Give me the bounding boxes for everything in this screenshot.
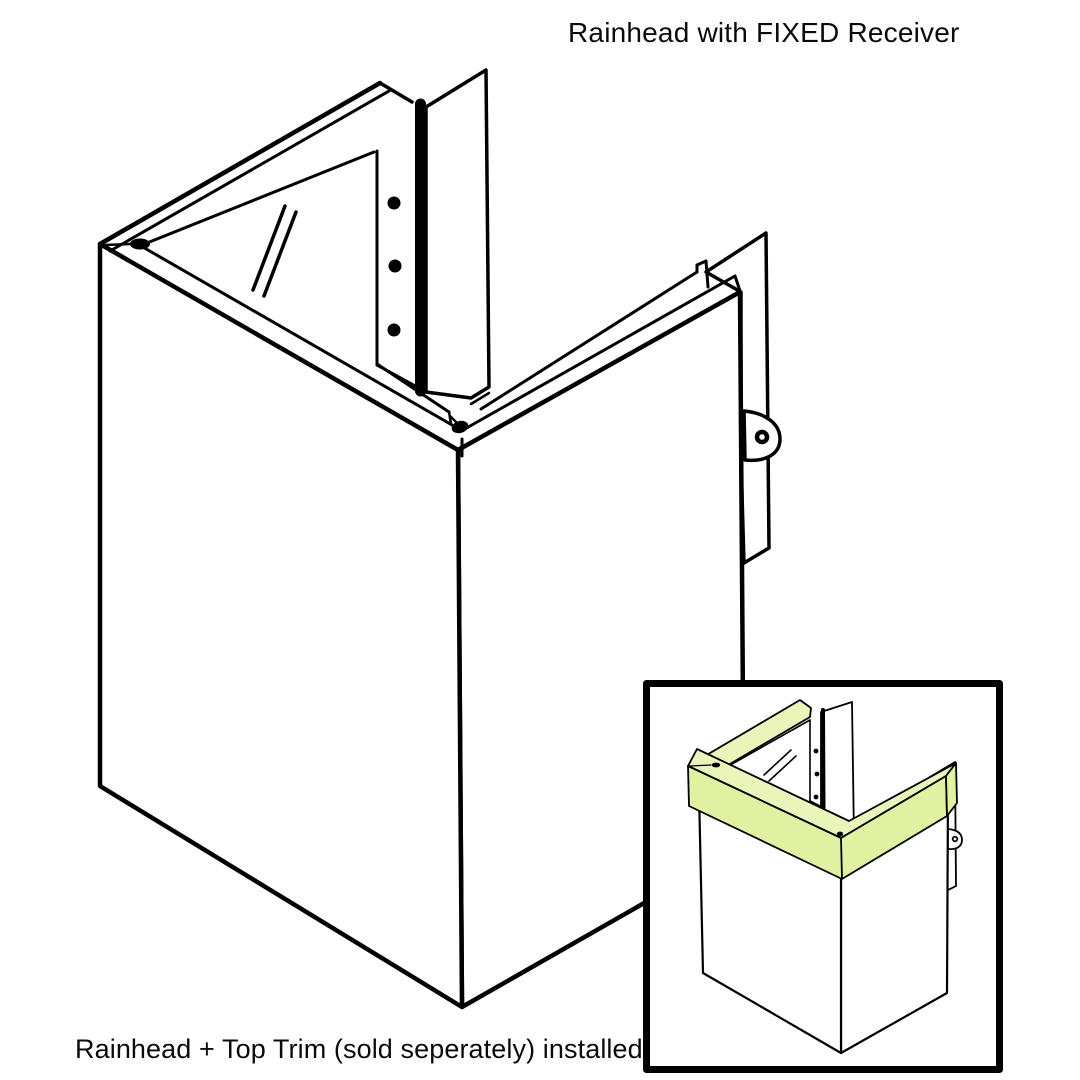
top-trim-end-cap xyxy=(945,762,958,817)
receiver-rail xyxy=(97,80,414,253)
top-hem-edges xyxy=(139,244,742,458)
corner-wrap-left-panel xyxy=(97,241,465,1010)
inset-gusset-brace xyxy=(763,749,797,782)
inset-unit xyxy=(687,699,963,1055)
inset-tab-hole-icon xyxy=(951,835,959,843)
page-title: Rainhead with FIXED Receiver xyxy=(568,17,960,48)
top-trim xyxy=(687,699,958,880)
gusset-brace xyxy=(251,204,298,298)
rivet-tab xyxy=(742,409,782,463)
inset-receiver-hole-icon xyxy=(813,748,820,800)
inset-caption: Rainhead + Top Trim (sold seperately) in… xyxy=(75,1034,643,1064)
inset-rivet-tab xyxy=(947,828,963,851)
top-trim-corner-fold xyxy=(840,837,843,880)
rivet-icon xyxy=(102,238,469,434)
tab-hole-icon xyxy=(754,429,770,445)
inset-detail xyxy=(643,680,1003,1073)
fixed-receiver-strip xyxy=(375,98,426,397)
inset-receiver-strip xyxy=(809,708,826,810)
inset-rivet-icon xyxy=(689,762,844,837)
receiver-hole-icon xyxy=(387,196,402,337)
receiver-back-panel xyxy=(424,68,491,400)
